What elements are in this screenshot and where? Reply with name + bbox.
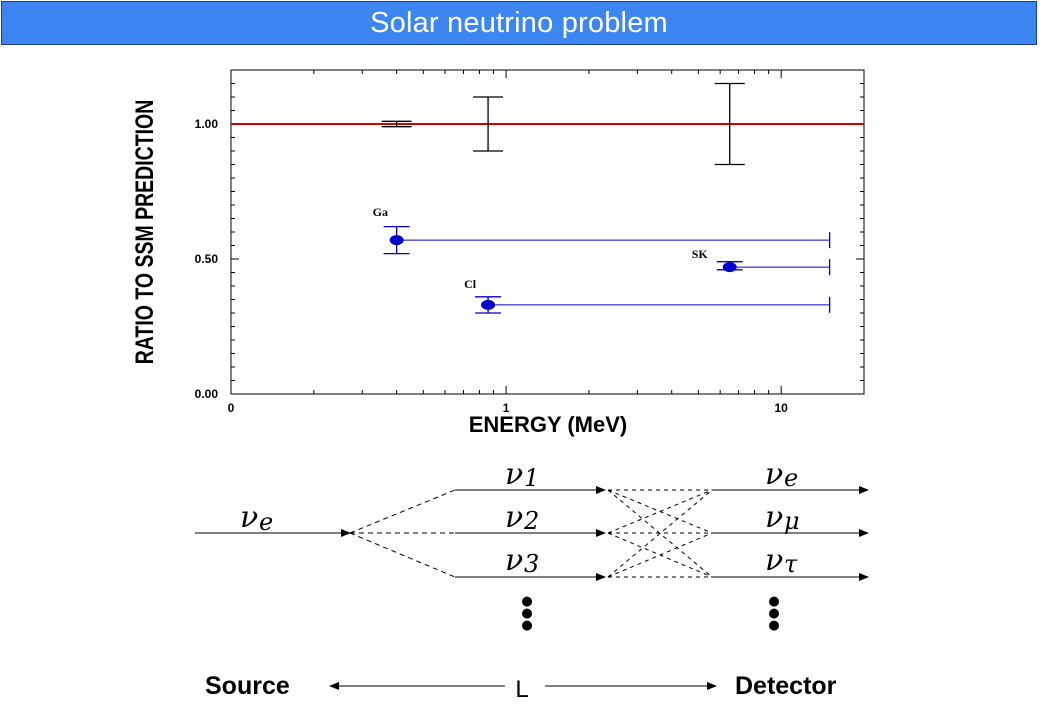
mix-line-2-1 [607, 489, 713, 534]
x-tick-label: 0 [228, 401, 235, 415]
measurement-point [481, 299, 496, 310]
y-axis-ticks [231, 69, 864, 395]
x-axis-ticks [230, 70, 865, 394]
source-nu-subscript: e [259, 508, 273, 536]
measurement-label: Cl [464, 277, 477, 291]
split-line-3 [349, 532, 456, 578]
baseline-L-label: L [515, 676, 528, 703]
measurement-label: SK [692, 247, 709, 261]
x-tick-label: 1 [503, 401, 510, 415]
mass-state-lines [455, 486, 606, 581]
mixing-dashed-lines [607, 489, 713, 578]
split-dashed-lines [349, 489, 456, 578]
source-neutrino-label: ν e [240, 500, 273, 536]
mass-nu-glyph-3: ν [505, 543, 523, 578]
mass-nu-subscript-3: 3 [524, 550, 539, 578]
measurement-point [389, 235, 404, 246]
y-tick-label: 0.00 [195, 387, 219, 401]
mass-continuation-dots: ●●● [521, 594, 532, 633]
split-line-1 [349, 489, 456, 534]
flavor-nu-glyph-2: ν [765, 500, 783, 535]
y-tick-label: 0.50 [195, 252, 219, 266]
measurement-label: Ga [373, 205, 388, 219]
mix-line-3-1 [607, 489, 713, 578]
page-title: Solar neutrino problem [370, 6, 668, 39]
mass-nu-glyph-1: ν [505, 457, 523, 492]
mass-nu-subscript-2: 2 [523, 507, 539, 535]
y-tick-labels: 0.00 0.50 1.00 [195, 117, 219, 401]
ratio-chart: 0 1 10 0.00 0.50 1.00 ENERGY (MeV) RATIO TO … [131, 69, 865, 437]
mix-line-3-2 [607, 532, 713, 578]
x-axis-title: ENERGY (MeV) [469, 412, 628, 437]
mass-nu-glyph-2: ν [505, 500, 523, 535]
flavor-continuation-dots: ●●● [768, 594, 779, 633]
source-nu-glyph: ν [240, 500, 258, 535]
flavor-nu-subscript-2: μ [784, 507, 800, 535]
measurement-point [722, 262, 737, 273]
mass-nu-subscript-1: 1 [524, 464, 539, 492]
flavor-state-lines [712, 486, 869, 581]
plot-frame [230, 69, 865, 395]
x-tick-labels: 0 1 10 [228, 401, 789, 415]
oscillation-diagram: ν e ν 1 ν 2 ν 3 ●●● [195, 457, 869, 703]
x-tick-label: 10 [775, 401, 789, 415]
flavor-nu-subscript-1: e [784, 464, 798, 492]
baseline-row: Source L Detector [205, 672, 837, 703]
mass-state-labels: ν 1 ν 2 ν 3 ●●● [505, 457, 539, 633]
detector-label: Detector [735, 672, 837, 700]
source-label: Source [205, 672, 290, 700]
theory-error-bars [381, 82, 745, 166]
flavor-nu-glyph-1: ν [765, 457, 783, 492]
flavor-state-labels: ν e ν μ ν τ ●●● [765, 457, 800, 633]
y-tick-label: 1.00 [195, 117, 219, 131]
title-banner: Solar neutrino problem [1, 1, 1037, 45]
flavor-nu-glyph-3: ν [765, 543, 783, 578]
y-axis-title: RATIO TO SSM PREDICTION [131, 100, 159, 365]
flavor-nu-subscript-3: τ [784, 550, 798, 578]
